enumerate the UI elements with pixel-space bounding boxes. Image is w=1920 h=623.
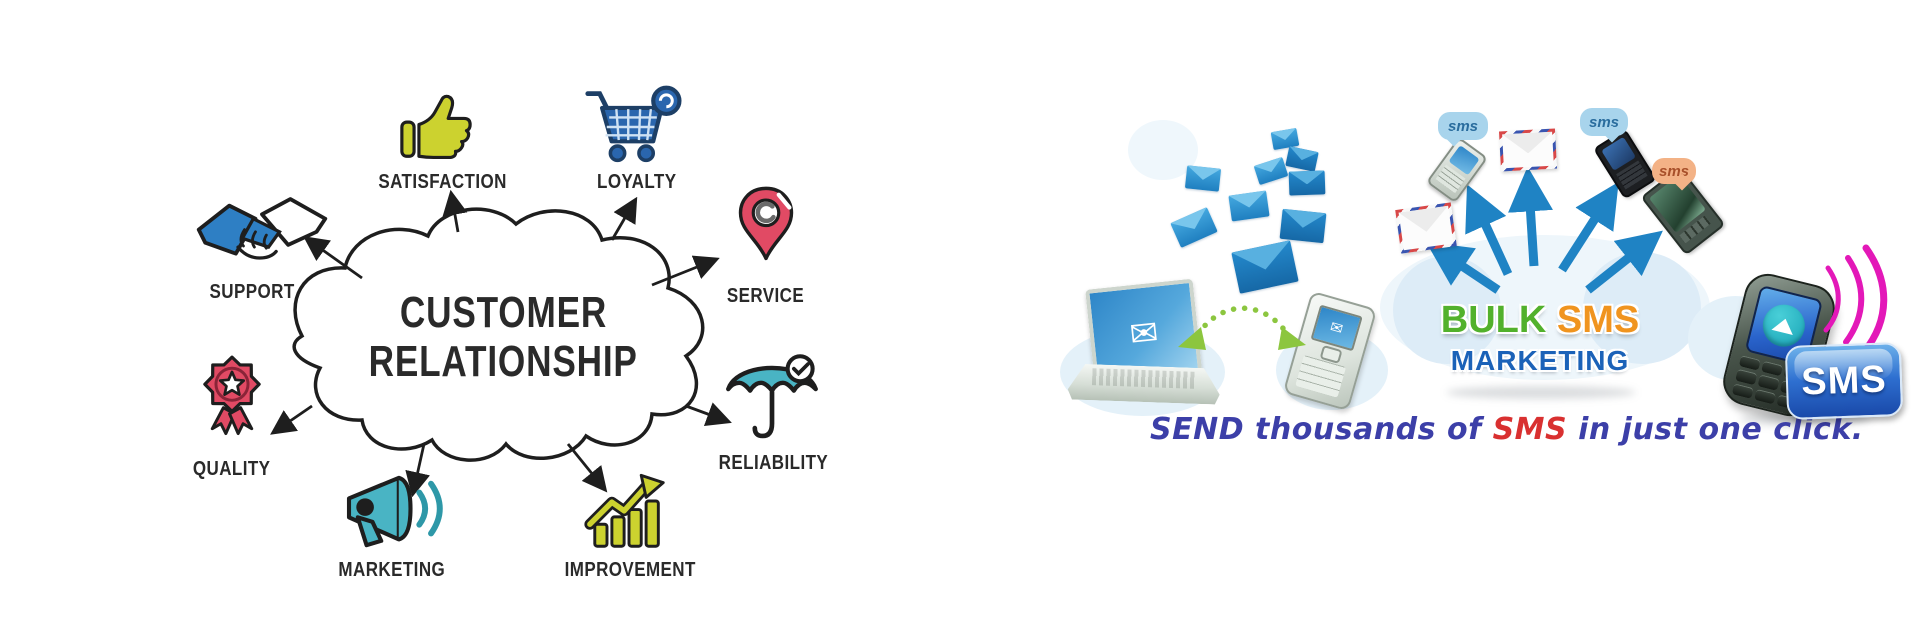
growth-chart-icon — [584, 470, 673, 554]
shopping-cart-icon — [583, 84, 683, 170]
headline-shadow — [1446, 386, 1636, 399]
label-loyalty: LOYALTY — [597, 171, 677, 193]
diagram-title-line2: RELATIONSHIP — [368, 337, 638, 386]
headline-word-bulk: BULK — [1440, 299, 1547, 341]
headline-marketing: MARKETING — [1450, 345, 1630, 376]
arrow-service — [651, 255, 720, 287]
relationship-cloud-lines — [270, 189, 732, 498]
sms-badge-text: SMS — [1800, 358, 1888, 403]
label-satisfaction: SATISFACTION — [378, 171, 508, 193]
arrow-to-phone-1 — [1465, 184, 1513, 276]
arrow-satisfaction — [442, 189, 468, 233]
sms-bubble: sms — [1652, 158, 1696, 191]
label-support: SUPPORT — [209, 281, 295, 303]
label-marketing: MARKETING — [338, 559, 446, 581]
caption-part1: SEND thousands of — [1150, 412, 1493, 447]
cloud-shape — [292, 207, 705, 462]
headline-word-sms: SMS — [1556, 299, 1640, 341]
label-reliability: RELIABILITY — [718, 452, 828, 474]
sms-bubble: sms — [1580, 108, 1628, 143]
arrow-marketing — [405, 443, 430, 498]
promo-caption: SEND thousands of SMS in just one click. — [1150, 412, 1863, 447]
map-pin-icon — [732, 184, 800, 282]
umbrella-icon — [722, 348, 822, 452]
label-service: SERVICE — [726, 285, 804, 307]
arrowhead-right — [1278, 327, 1306, 350]
arrow-support — [303, 236, 363, 280]
thumbs-up-icon — [397, 86, 475, 168]
caption-highlight: SMS — [1492, 412, 1568, 447]
arrow-quality — [270, 404, 313, 435]
arrow-to-envelope-left — [1426, 242, 1501, 294]
handshake-icon — [196, 186, 328, 282]
arrow-improvement — [566, 443, 608, 493]
sms-bubble: sms — [1438, 112, 1488, 147]
diagram-title-line1: CUSTOMER — [399, 288, 607, 337]
award-rosette-icon — [195, 352, 269, 456]
arrowhead-left — [1178, 327, 1206, 350]
sms-badge: SMS — [1784, 341, 1904, 421]
arrow-loyalty — [610, 196, 638, 241]
arrow-to-phone-2 — [1558, 181, 1619, 273]
arrow-to-phone-3 — [1585, 230, 1663, 294]
headline-bulk-sms: BULK SMS — [1408, 299, 1672, 342]
arrow-to-envelope-top — [1508, 166, 1553, 267]
label-improvement: IMPROVEMENT — [564, 559, 696, 581]
label-quality: QUALITY — [193, 458, 271, 480]
arrow-reliability — [685, 402, 732, 427]
